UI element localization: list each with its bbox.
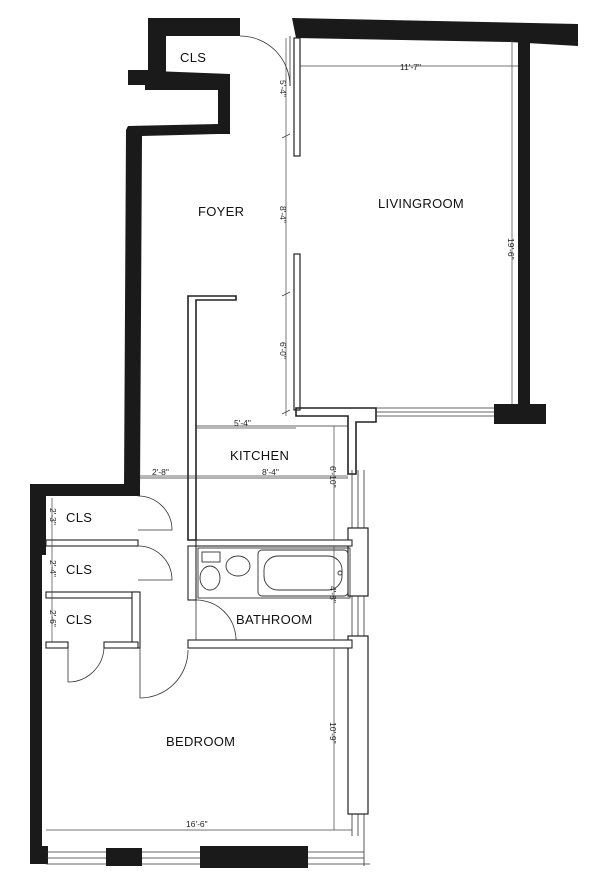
- wall-top-living: [292, 18, 578, 46]
- bath-north-wall: [195, 539, 353, 547]
- wall-left-lower: [30, 496, 46, 852]
- bath-fixture-outline: [197, 547, 351, 599]
- dimension-labels: 11'-7" 19'-6" 5'-4" 8'-4" 6'-0" 5'-4" 8'…: [48, 62, 516, 829]
- bath-south-wall: [187, 639, 353, 649]
- dim-foyer-top: 5'-4": [278, 80, 288, 97]
- wall-living-corner: [494, 404, 546, 424]
- wall-bottom-left: [30, 846, 48, 864]
- room-label-cls-top: CLS: [180, 50, 206, 65]
- kitchen-west-wall: [187, 295, 237, 541]
- exterior-walls: [30, 18, 578, 864]
- dim-cls-2: 2'-4": [48, 560, 58, 577]
- living-west-wall-bottom: [293, 253, 301, 411]
- room-label-cls-3: CLS: [66, 612, 92, 627]
- toilet-tank-icon: [201, 551, 221, 563]
- sink-icon: [225, 555, 251, 577]
- dim-bedroom-depth: 10'-9": [328, 722, 338, 744]
- dim-cls-3: 2'-6": [48, 610, 58, 627]
- bathtub-drain-icon: [337, 570, 343, 576]
- wall-cls-top: [128, 18, 240, 85]
- cls-divider-2: [45, 591, 139, 599]
- bath-window-pier: [347, 527, 369, 597]
- wall-right-living: [518, 36, 530, 406]
- living-south-wall: [295, 407, 377, 475]
- dim-bath-depth: 4'-8": [328, 586, 338, 603]
- dim-kitchen-width: 8'-4": [262, 467, 279, 477]
- wall-cls-top-bottom: [128, 70, 230, 134]
- dim-kitchen-top: 5'-4": [234, 418, 251, 428]
- doors: [67, 35, 291, 699]
- dim-foyer-mid: 8'-4": [278, 206, 288, 223]
- room-label-livingroom: LIVINGROOM: [378, 196, 464, 211]
- door-swing-cls-3: [67, 647, 105, 683]
- cls-3-south-left: [45, 641, 69, 649]
- bedroom-window-pier: [347, 635, 369, 815]
- bedroom-pier-2: [200, 846, 308, 868]
- toilet-icon: [199, 565, 221, 591]
- room-label-kitchen: KITCHEN: [230, 448, 289, 463]
- living-window: [376, 407, 494, 417]
- room-label-foyer: FOYER: [198, 204, 244, 219]
- dim-ticks-foyer: [281, 133, 291, 415]
- door-swing-entry: [239, 35, 291, 87]
- bath-fixtures: [197, 547, 351, 599]
- wall-left-step: [30, 484, 140, 500]
- door-swing-cls-2: [137, 545, 173, 581]
- living-west-wall-top: [293, 37, 301, 157]
- door-swing-bath: [195, 599, 237, 641]
- bedroom-pier-1: [106, 848, 142, 866]
- room-labels: CLS FOYER LIVINGROOM KITCHEN CLS CLS CLS…: [66, 50, 464, 749]
- dim-cls-1: 2'-3": [48, 508, 58, 525]
- door-swing-cls-1: [137, 495, 173, 531]
- room-label-cls-1: CLS: [66, 510, 92, 525]
- wall-left-upper: [124, 124, 218, 490]
- bedroom-south-window: [46, 846, 370, 868]
- dimension-lines: [46, 38, 518, 831]
- dim-kitchen-depth: 6'-10": [328, 466, 338, 488]
- room-label-cls-2: CLS: [66, 562, 92, 577]
- room-label-bathroom: BATHROOM: [236, 612, 313, 627]
- dim-bedroom-width: 16'-6": [186, 819, 208, 829]
- dim-living-height: 19'-6": [506, 238, 516, 260]
- bath-west-wall: [187, 545, 197, 601]
- bathtub-icon: [257, 549, 349, 597]
- dim-living-width: 11'-7": [400, 62, 421, 72]
- cls-3-south-right: [103, 641, 139, 649]
- dim-foyer-low: 6'-0": [278, 342, 288, 359]
- room-label-bedroom: BEDROOM: [166, 734, 235, 749]
- cls-3-east-wall: [131, 591, 141, 649]
- cls-divider-1: [45, 539, 139, 547]
- bathtub-basin-icon: [263, 555, 343, 591]
- dim-hall-width: 2'-8": [152, 467, 169, 477]
- interior-walls: [45, 37, 494, 866]
- door-swing-bedroom: [139, 648, 189, 699]
